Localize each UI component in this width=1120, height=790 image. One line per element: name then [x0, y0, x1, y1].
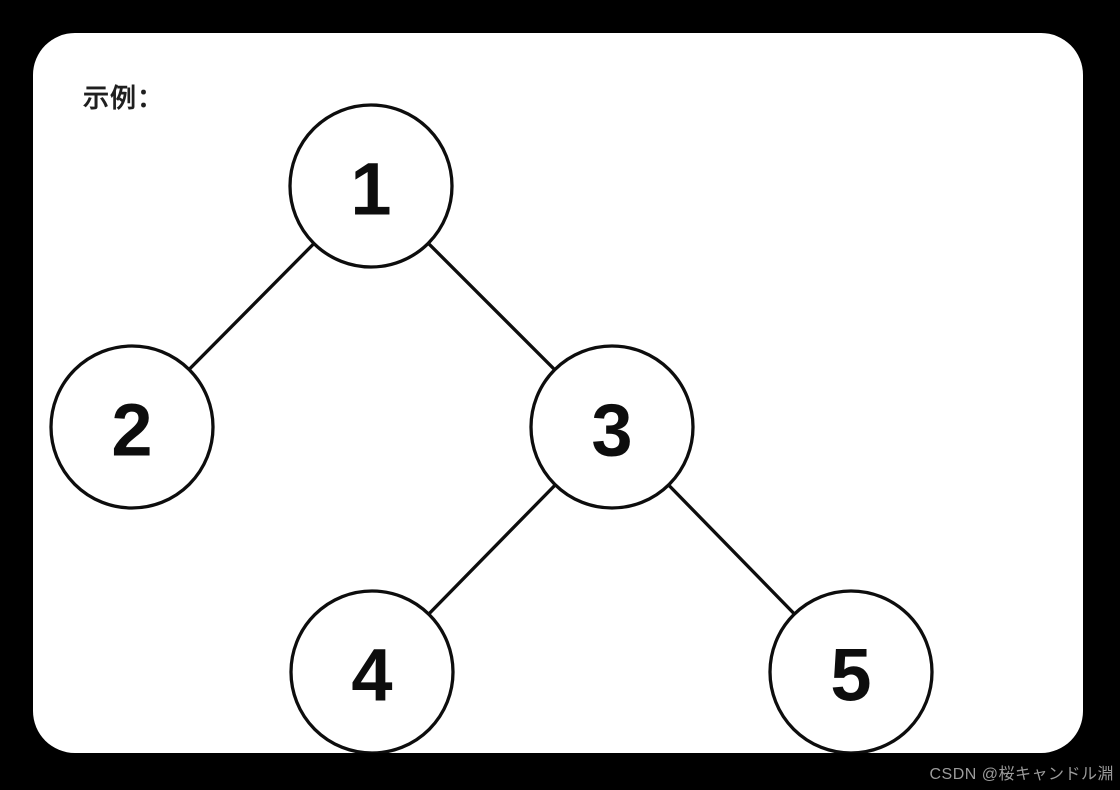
tree-node-label-3: 3 — [591, 389, 632, 472]
tree-node-circle-4 — [289, 589, 455, 753]
watermark: CSDN @桜キャンドル淵 — [929, 766, 1114, 783]
tree-nodes: 1 2 3 4 5 — [49, 103, 934, 753]
tree-node-circle-1 — [288, 103, 454, 269]
tree-node-label-2: 2 — [111, 389, 152, 472]
tree-edges — [130, 184, 853, 674]
tree-node-label-5: 5 — [830, 634, 871, 717]
tree-node-circle-2 — [49, 344, 215, 510]
binary-tree-diagram: 1 2 3 4 5 — [49, 103, 934, 753]
tree-node-circle-3 — [529, 344, 695, 510]
example-heading: 示例： — [83, 83, 165, 113]
tree-node-circle-5 — [768, 589, 934, 753]
tree-node-label-4: 4 — [351, 634, 392, 717]
tree-node-label-1: 1 — [350, 148, 391, 231]
